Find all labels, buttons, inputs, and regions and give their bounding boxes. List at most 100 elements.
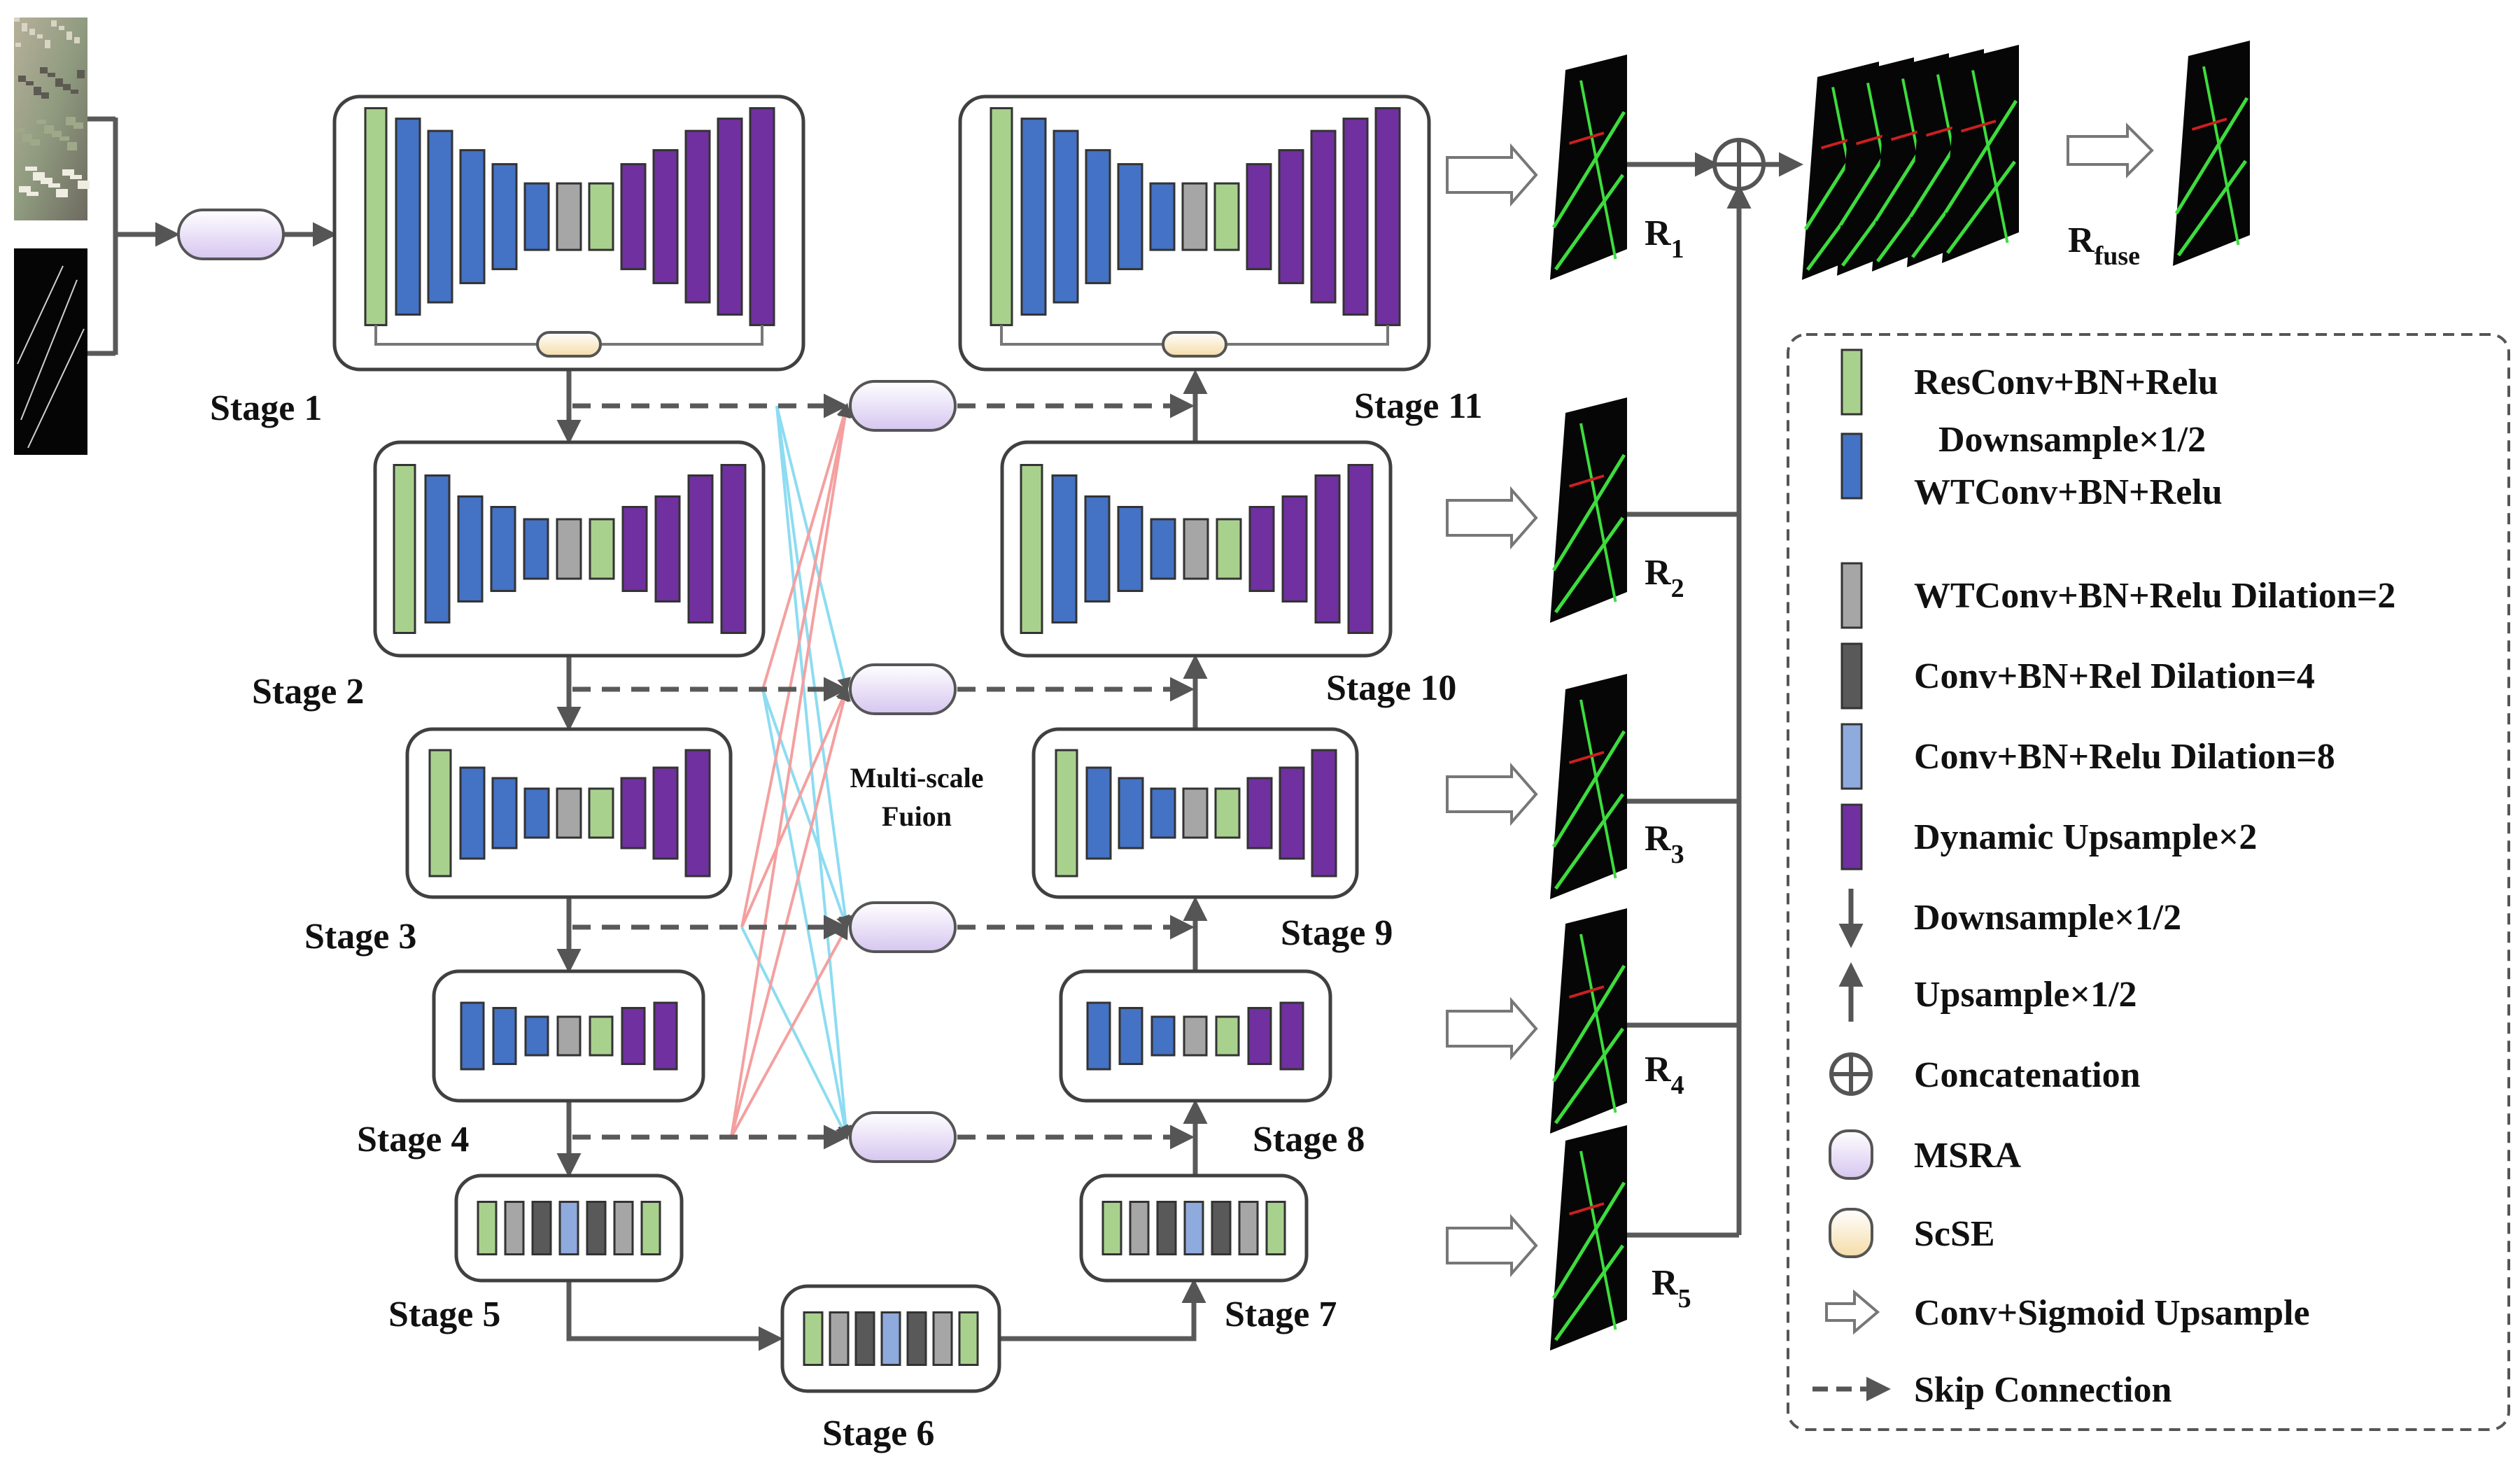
- stage-10-box-block: [1150, 518, 1176, 580]
- satellite-texture: [18, 76, 26, 82]
- output-label-base: R: [1645, 213, 1672, 253]
- stage-6-box-block: [932, 1311, 953, 1366]
- output-map-r3-road: [1579, 699, 1617, 879]
- stage-label-11: Stage 11: [1354, 386, 1482, 426]
- stage-11-box-block: [1213, 182, 1240, 251]
- stage-7-box-block: [1183, 1201, 1204, 1255]
- fusion-label: Fuion: [882, 801, 952, 832]
- stage-1-box-block: [395, 118, 421, 316]
- input-msra-module: [177, 209, 285, 260]
- legend-label: MSRA: [1914, 1136, 2022, 1176]
- legend-label: Skip Connection: [1914, 1370, 2172, 1410]
- stage-6-box-block: [829, 1311, 850, 1366]
- stage-8-box-block: [1183, 1015, 1208, 1057]
- output-label-r2: R2: [1645, 553, 1684, 603]
- fusion-cross-line: [730, 686, 851, 1138]
- stage-9-box-block: [1279, 766, 1305, 860]
- satellite-texture: [51, 20, 57, 27]
- stage-7-box-block: [1156, 1201, 1177, 1255]
- stage-8-box-block: [1150, 1015, 1176, 1057]
- stage-2-box-block: [687, 474, 714, 623]
- output-map-r5-road: [1551, 1181, 1626, 1299]
- output-map-r1-road: [1554, 174, 1625, 271]
- legend-label: Conv+BN+Relu Dilation=8: [1914, 737, 2335, 777]
- stage-11-box-block: [1246, 163, 1272, 271]
- output-map-r1-road: [1551, 111, 1626, 229]
- stage-label-9: Stage 9: [1281, 913, 1393, 953]
- stage-label-2: Stage 2: [252, 672, 364, 712]
- satellite-texture: [15, 43, 21, 47]
- stage-11-box-block: [1117, 163, 1143, 271]
- stage-11-box-block: [1085, 149, 1111, 285]
- output-label-r1: R1: [1645, 213, 1684, 264]
- stage-9-box-block: [1118, 777, 1144, 850]
- output-map-r2-road: [1551, 453, 1626, 572]
- satellite-texture: [40, 67, 48, 73]
- satellite-texture: [67, 142, 77, 150]
- stage-1-box-block: [717, 118, 743, 316]
- output-label-sub: 4: [1671, 1071, 1684, 1100]
- hollow-arrow-icon: [2067, 122, 2154, 178]
- stage-4-box-block: [460, 1001, 485, 1071]
- stage-1-box-block: [620, 163, 647, 271]
- satellite-texture: [44, 125, 54, 134]
- mask-road-line: [17, 265, 64, 365]
- satellite-texture: [14, 17, 20, 22]
- stage-5-to-6-arrow: [566, 1281, 783, 1351]
- hollow-arrow-icon: [1446, 1213, 1538, 1278]
- output-label-r4: R4: [1645, 1050, 1684, 1100]
- stage-3-box-block: [652, 766, 679, 860]
- legend-label: Concatenation: [1914, 1055, 2141, 1095]
- satellite-texture: [62, 169, 74, 176]
- connections-layer: [87, 116, 1803, 1351]
- stage-2-box-block: [589, 518, 615, 580]
- fusion-cross-line: [740, 686, 849, 928]
- legend-label: Upsample×1/2: [1914, 975, 2137, 1015]
- output-map-r2-road-red: [1568, 474, 1605, 488]
- stage-10-box-block: [1347, 464, 1374, 634]
- stage-1-box-block: [588, 182, 614, 251]
- output-label-base: R: [1652, 1263, 1679, 1303]
- stage-label-6: Stage 6: [822, 1414, 934, 1453]
- satellite-texture: [63, 84, 71, 90]
- mask-image: [14, 248, 87, 455]
- stage-10-box-block: [1051, 474, 1078, 623]
- gray-block-icon: [1840, 562, 1863, 629]
- stage-11-box-block: [1374, 107, 1401, 327]
- stage-1-box-block: [556, 182, 582, 251]
- stage-11-box-block: [1181, 182, 1208, 251]
- stage-4-box-block: [653, 1001, 678, 1071]
- legend-label: WTConv+BN+Relu Dilation=2: [1914, 576, 2395, 616]
- hollow-arrow-icon: [1825, 1289, 1880, 1335]
- stage-5-box-block: [531, 1201, 552, 1255]
- fusion-msra-module: [849, 663, 957, 715]
- output-map-r3-road: [1554, 793, 1625, 890]
- output-map-r5-road-red: [1568, 1202, 1605, 1215]
- stage-4-box-block: [524, 1015, 549, 1057]
- satellite-texture: [22, 23, 27, 31]
- stage-9-box-block: [1246, 777, 1273, 850]
- stage-11-box-block: [1342, 118, 1369, 316]
- stage-2-box-block: [720, 464, 747, 634]
- fusion-msra-module: [849, 380, 957, 432]
- green-block-icon: [1840, 348, 1863, 416]
- stage-7-box-block: [1129, 1201, 1150, 1255]
- stage-9-box-block: [1182, 787, 1209, 839]
- stage-6-box-block: [803, 1311, 824, 1366]
- hollow-arrow-icon: [1446, 996, 1538, 1061]
- fused-output-map-road: [2176, 160, 2248, 257]
- stage-1-box-block: [491, 163, 518, 271]
- stage-label-10: Stage 10: [1326, 668, 1456, 708]
- satellite-texture: [56, 189, 68, 197]
- satellite-texture: [66, 117, 76, 125]
- stage-8-box-block: [1279, 1001, 1304, 1071]
- stage-label-1: Stage 1: [210, 388, 322, 428]
- output-map-r4-road: [1551, 964, 1626, 1083]
- fuse-output-label: Rfuse: [2068, 220, 2140, 271]
- stage-8-box-block: [1247, 1007, 1272, 1065]
- output-label-sub: 3: [1671, 840, 1684, 869]
- stage-10-box-block: [1248, 506, 1275, 592]
- legend-label: Conv+Sigmoid Upsample: [1914, 1293, 2310, 1333]
